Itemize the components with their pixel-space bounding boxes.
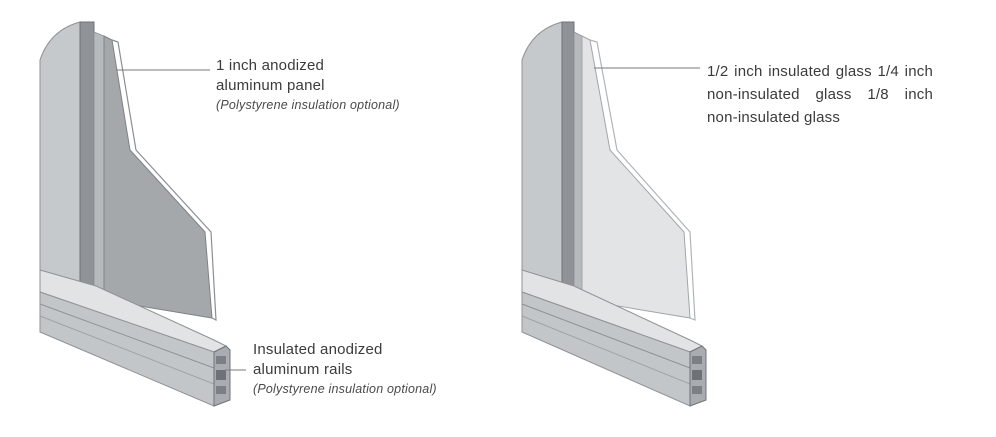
glass-section-illustration [521, 21, 707, 407]
glass-rail-end-slot-3 [692, 386, 702, 394]
glass-bottom-rail-groove-1 [521, 303, 691, 369]
rail-end-slot-2 [216, 370, 226, 380]
panel-section-illustration [39, 21, 231, 407]
callout-rails-line2: aluminum rails [253, 361, 353, 378]
glass-pane [581, 35, 691, 319]
right-stile-bevel [573, 31, 583, 301]
left-stile-inner-edge [79, 21, 95, 301]
bottom-rail-groove-2 [39, 315, 215, 385]
callout-rails-line1: Insulated anodized [253, 341, 383, 358]
glass-bottom-rail-groove-2 [521, 315, 691, 385]
callout-glass-text: 1/2 inch insulated glass 1/4 inch non-in… [707, 63, 933, 126]
callout-rails: Insulated anodized aluminum rails (Polys… [253, 340, 543, 398]
rail-end-slot-3 [216, 386, 226, 394]
aluminum-panel [103, 35, 213, 319]
glass-rail-end-slot-2 [692, 370, 702, 380]
callout-panel-note: (Polystyrene insulation optional) [216, 98, 400, 112]
left-stile-bevel [93, 31, 105, 301]
right-stile [521, 21, 563, 301]
callout-panel-line1: 1 inch anodized [216, 57, 325, 74]
glass-rail-end-slot-1 [692, 356, 702, 364]
callout-glass: 1/2 inch insulated glass 1/4 inch non-in… [707, 60, 933, 129]
callout-rails-note: (Polystyrene insulation optional) [253, 382, 437, 396]
rail-end-slot-1 [216, 356, 226, 364]
glass-pane-edge [589, 39, 696, 321]
callout-panel-line2: aluminum panel [216, 77, 325, 94]
callout-panel: 1 inch anodized aluminum panel (Polystyr… [216, 56, 496, 114]
left-stile [39, 21, 81, 301]
bottom-rail-groove-1 [39, 303, 215, 369]
aluminum-panel-edge [111, 39, 217, 321]
right-stile-inner-edge [561, 21, 575, 301]
